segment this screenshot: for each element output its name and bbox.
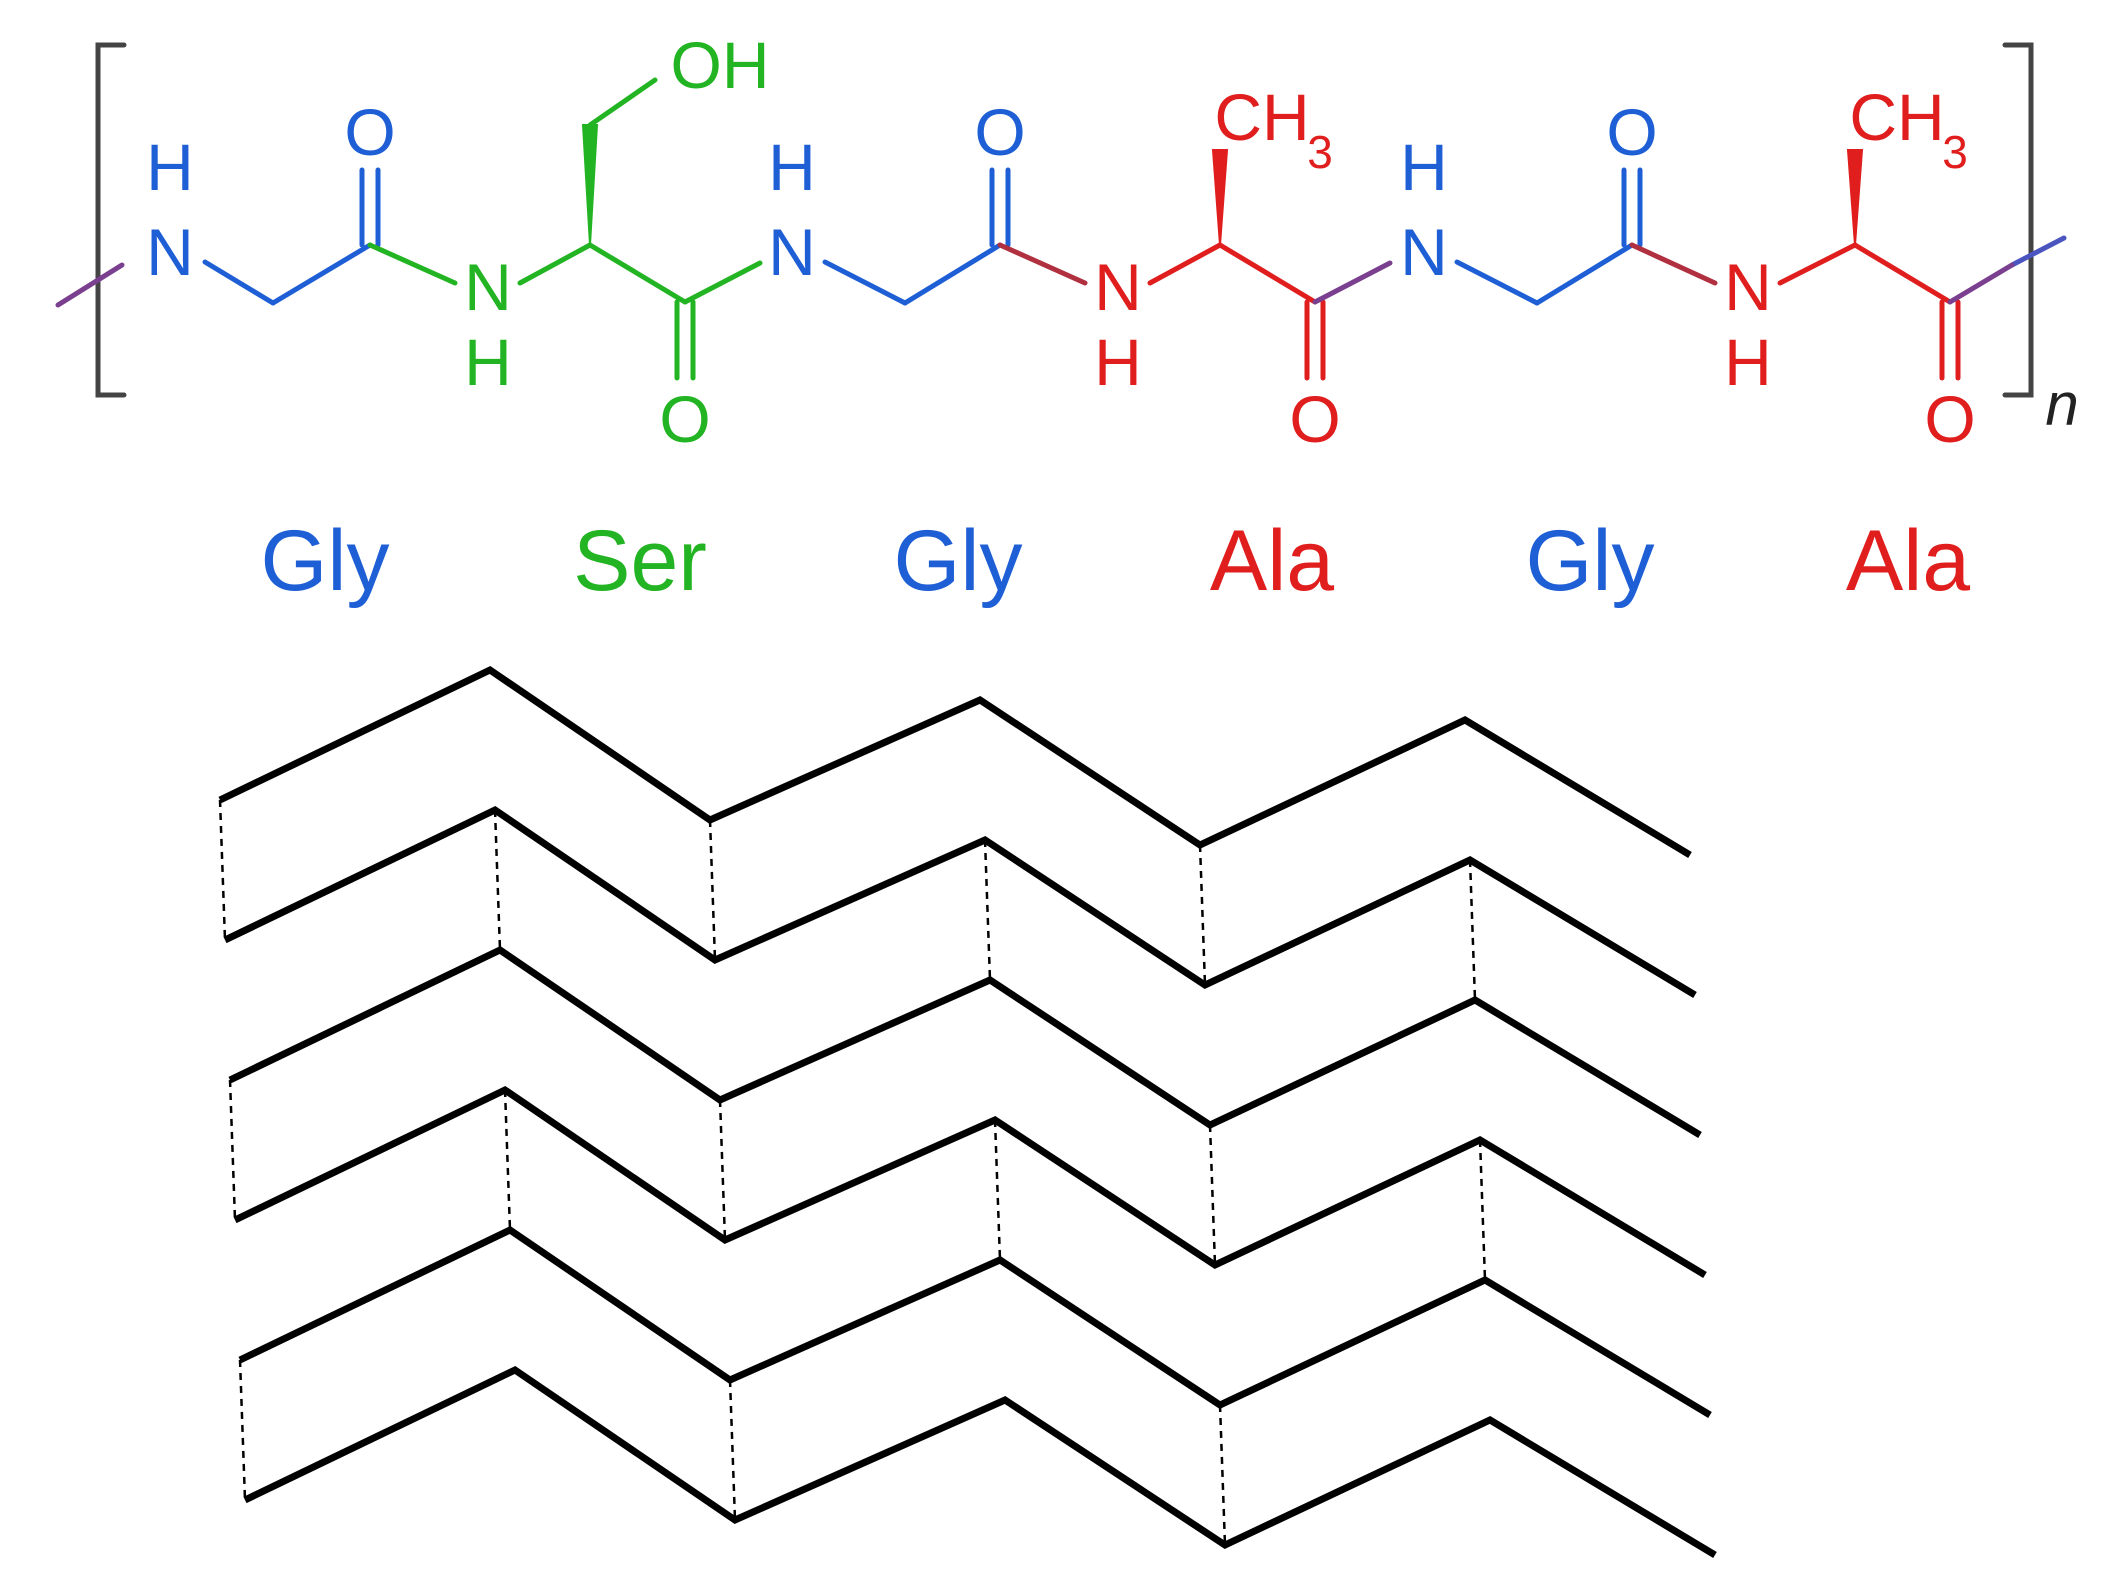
gly1-h-label: H: [146, 130, 194, 204]
gly2-h-label: H: [768, 130, 816, 204]
left-end-bond: [55, 262, 125, 308]
ala2-ch-label: CH: [1849, 80, 1944, 154]
hydrogen-bond-line: [1218, 1404, 1227, 1546]
right-bracket: [2002, 42, 2034, 398]
residue-labels: Gly Ser Gly Ala Gly Ala: [261, 513, 1971, 609]
ala1-n-label: N: [1094, 250, 1142, 324]
gly2-n-label: N: [768, 215, 816, 289]
ser-n-label: N: [464, 250, 512, 324]
ala1-h-label: H: [1094, 325, 1142, 399]
hydrogen-bond-line: [1468, 859, 1477, 1001]
ala1-wedge: [1211, 149, 1229, 246]
ala2-wedge: [1846, 149, 1864, 246]
hydrogen-bond-line: [1198, 844, 1207, 986]
residue-label-1: Gly: [261, 513, 390, 609]
hydrogen-bond-line: [718, 1099, 727, 1241]
residue-label-6: Ala: [1846, 513, 1970, 609]
hydrogen-bond-line: [493, 809, 502, 951]
ala1-sub3-label: 3: [1307, 126, 1333, 178]
hydrogen-bond-line: [1478, 1139, 1487, 1281]
residue-label-4: Ala: [1210, 513, 1334, 609]
ser-wedge: [581, 124, 599, 246]
hydrogen-bond-line: [1208, 1124, 1217, 1266]
ala2-sub3-label: 3: [1942, 126, 1968, 178]
hydrogen-bond-line: [238, 1359, 247, 1501]
ser-h-label: H: [464, 325, 512, 399]
ser-o-label: O: [659, 382, 710, 456]
beta-strand-6: [243, 1365, 1717, 1559]
gly3-n-label: N: [1400, 215, 1448, 289]
atom-labels: H N O N H O OH H N O N H O CH 3 H N O N …: [146, 28, 2079, 456]
hydrogen-bond-line: [218, 799, 227, 941]
gly2-o-label: O: [974, 95, 1025, 169]
hydrogen-bond-line: [503, 1089, 512, 1231]
gly3-o-label: O: [1606, 95, 1657, 169]
ala1-ch-label: CH: [1214, 80, 1309, 154]
hydrogen-bond-line: [993, 1119, 1002, 1261]
gly1-o-label: O: [344, 95, 395, 169]
beta-sheet-schematic: [218, 665, 1717, 1559]
beta-strand-3: [228, 945, 1702, 1139]
beta-strand-1: [218, 665, 1692, 859]
hydrogen-bond-line: [983, 839, 992, 981]
residue-label-2: Ser: [573, 513, 707, 609]
gly3-h-label: H: [1400, 130, 1448, 204]
hydrogen-bond-line: [728, 1379, 737, 1521]
ala2-o-label: O: [1924, 382, 1975, 456]
ser-oh-label: OH: [671, 28, 770, 102]
residue-label-5: Gly: [1526, 513, 1655, 609]
ala1-o-label: O: [1289, 382, 1340, 456]
beta-strand-5: [238, 1225, 1712, 1419]
peptide-structure: [55, 42, 2067, 398]
residue-label-3: Gly: [894, 513, 1023, 609]
ala2-n-label: N: [1724, 250, 1772, 324]
right-end-bond: [2009, 235, 2067, 268]
repeat-n-label: n: [2045, 371, 2078, 438]
hydrogen-bond-line: [228, 1079, 237, 1221]
left-bracket: [95, 42, 127, 398]
gly1-n-label: N: [146, 215, 194, 289]
ala2-h-label: H: [1724, 325, 1772, 399]
hydrogen-bond-line: [708, 819, 717, 961]
